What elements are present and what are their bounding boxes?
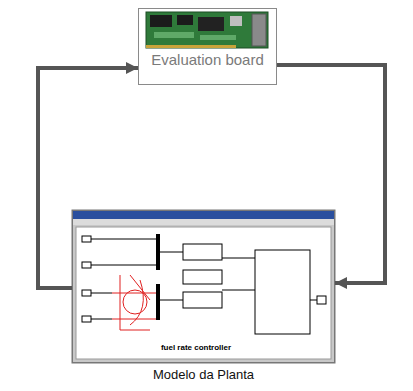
input-port <box>82 236 91 242</box>
bus-bar <box>156 284 160 320</box>
model-caption: fuel rate controller <box>146 343 246 352</box>
pcb-connector <box>252 14 266 46</box>
red-wires <box>112 275 156 330</box>
evaluation-board-box: Evaluation board <box>138 8 277 85</box>
window-title-bar <box>73 211 334 219</box>
input-port <box>82 262 91 268</box>
box-label: Evaluation board <box>143 51 272 68</box>
simulink-screenshot <box>72 210 335 363</box>
pcb-trace <box>154 32 194 38</box>
pcb-trace <box>200 35 236 40</box>
model-blocks <box>183 244 326 334</box>
feedback-arrow <box>277 65 385 283</box>
red-loop <box>123 290 147 314</box>
pcb-board <box>146 12 268 48</box>
input-port <box>82 290 91 296</box>
pcb-component <box>230 16 242 26</box>
window-frame <box>72 210 335 363</box>
subsystem-block <box>183 270 222 284</box>
model-canvas <box>76 227 331 359</box>
pcb-chip <box>150 15 172 27</box>
pcb-edge-contacts <box>146 45 236 48</box>
wire <box>112 275 156 330</box>
wire <box>91 239 156 319</box>
pcb-chip <box>177 15 193 25</box>
subsystem-block <box>183 244 222 260</box>
bus-bar <box>156 234 160 270</box>
input-ports <box>82 236 91 322</box>
pcb-illustration <box>146 12 268 48</box>
pcb-chip <box>198 17 224 31</box>
fuel-calculation-block <box>255 250 310 334</box>
subsystem-block <box>183 292 222 308</box>
feedback-arrow <box>38 68 138 288</box>
window-menu-bar <box>73 219 334 225</box>
output-port <box>317 296 326 304</box>
box-caption: Modelo da Planta <box>77 368 330 383</box>
plant-model-box: Modelo da Planta <box>72 210 335 363</box>
input-port <box>82 316 91 322</box>
